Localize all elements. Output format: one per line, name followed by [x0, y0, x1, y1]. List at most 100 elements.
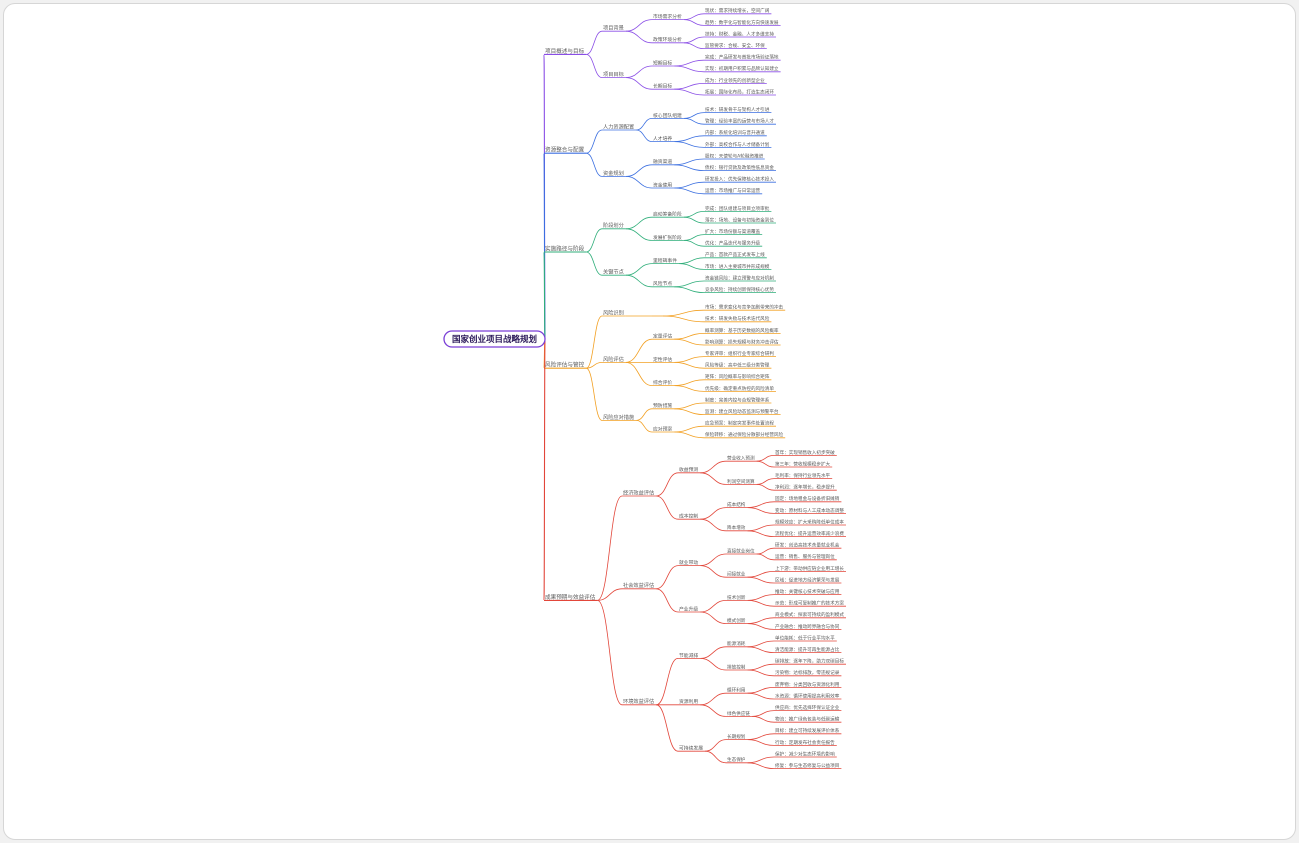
leaf-node-label[interactable]: 专家评审：组织行业专家综合研判 [705, 350, 774, 357]
leaf-node-label[interactable]: 优先级：确定重点防控的风险清单 [705, 385, 774, 392]
leaf-node-label[interactable]: 供应商：优先选择环保认证企业 [775, 704, 840, 711]
topic-node-label[interactable]: 环境效益评估 [623, 697, 654, 705]
topic-node-label[interactable]: 可持续发展 [679, 745, 703, 752]
leaf-node-label[interactable]: 监管要求：合规、安全、环保 [705, 42, 765, 49]
leaf-node-label[interactable]: 技术：研发骨干与架构人才引进 [705, 106, 770, 113]
leaf-node-label[interactable]: 内部：系统化培训与晋升通道 [705, 129, 765, 136]
leaf-node-label[interactable]: 规模效应：扩大采购降低单位成本 [775, 518, 844, 525]
leaf-node-label[interactable]: 区域：促进地方经济繁荣与发展 [775, 576, 840, 583]
branch-node-label[interactable]: 资源整合与配置 [545, 146, 585, 154]
leaf-node-label[interactable]: 股权：天使轮与A轮融资推进 [705, 152, 764, 159]
topic-node-label[interactable]: 风险识别 [603, 308, 624, 316]
leaf-node-label[interactable]: 单位能耗：低于行业平均水平 [775, 634, 835, 641]
topic-node-label[interactable]: 降本增效 [727, 524, 746, 531]
leaf-node-label[interactable]: 水资源：循环使用提高利用效率 [775, 692, 840, 699]
topic-node-label[interactable]: 风险应对措施 [603, 413, 634, 421]
topic-node-label[interactable]: 营业收入预测 [727, 455, 755, 462]
topic-node-label[interactable]: 市场需求分析 [653, 13, 682, 20]
topic-node-label[interactable]: 资金使用 [653, 181, 672, 188]
leaf-node-label[interactable]: 市场：需求变化与竞争加剧带来的冲击 [705, 304, 784, 311]
leaf-node-label[interactable]: 产品：首款产品正式发布上线 [705, 251, 765, 258]
topic-node-label[interactable]: 节能减排 [679, 652, 698, 659]
leaf-node-label[interactable]: 矩阵：风险概率与影响综合矩阵 [705, 373, 770, 380]
leaf-node-label[interactable]: 债权：银行贷款及政策性低息资金 [705, 164, 774, 171]
topic-node-label[interactable]: 关键节点 [603, 268, 624, 276]
branch-node-label[interactable]: 实施路径与阶段 [545, 244, 585, 252]
leaf-node-label[interactable]: 产业融合：推动跨界融合与协同 [775, 623, 840, 630]
leaf-node-label[interactable]: 物流：推广绿色包装与低碳运输 [775, 716, 840, 723]
leaf-node-label[interactable]: 清洁能源：提升可再生能源占比 [775, 646, 840, 653]
leaf-node-label[interactable]: 运营：市场推广与日常运营 [705, 187, 761, 194]
topic-node-label[interactable]: 模式创新 [727, 617, 746, 624]
leaf-node-label[interactable]: 流程优化：提升运营效率减少浪费 [775, 530, 844, 537]
topic-node-label[interactable]: 定量评估 [653, 333, 672, 340]
branch-node-label[interactable]: 成果预期与效益评估 [545, 593, 596, 601]
topic-node-label[interactable]: 利润空间测算 [727, 478, 755, 485]
topic-node-label[interactable]: 项目目标 [603, 70, 624, 78]
leaf-node-label[interactable]: 扶持：财税、金融、人才多维支持 [705, 30, 774, 37]
leaf-node-label[interactable]: 废弃物：分类回收与资源化利用 [775, 681, 840, 688]
root-node-box[interactable] [443, 330, 546, 348]
topic-node-label[interactable]: 人才培养 [653, 135, 672, 142]
topic-node-label[interactable]: 长期规划 [727, 733, 746, 740]
topic-node-label[interactable]: 能源消耗 [727, 640, 746, 647]
leaf-node-label[interactable]: 研发投入：优先保障核心技术投入 [705, 176, 774, 183]
topic-node-label[interactable]: 风险评估 [603, 355, 624, 363]
topic-node-label[interactable]: 收益预测 [679, 466, 698, 473]
topic-node-label[interactable]: 资源利用 [679, 698, 698, 705]
mindmap-canvas[interactable]: 国家创业项目战略规划项目概述与目标项目背景市场需求分析现状：需求持续增长，空间广… [4, 4, 1295, 839]
topic-node-label[interactable]: 绿色供应链 [727, 710, 750, 717]
leaf-node-label[interactable]: 风险等级：高中低三级分类管理 [705, 362, 770, 369]
topic-node-label[interactable]: 项目背景 [603, 24, 624, 32]
leaf-node-label[interactable]: 成为：行业领先的创新型企业 [705, 77, 765, 84]
topic-node-label[interactable]: 循环利用 [727, 687, 746, 694]
leaf-node-label[interactable]: 实现：初期用户积累与品牌认知建立 [705, 65, 779, 72]
branch-node-label[interactable]: 项目概述与目标 [545, 47, 585, 55]
branch-node-label[interactable]: 风险评估与管控 [545, 361, 585, 369]
topic-node-label[interactable]: 融资渠道 [653, 158, 672, 165]
leaf-node-label[interactable]: 污染物：达标排放，零违规记录 [775, 669, 840, 676]
topic-node-label[interactable]: 就业带动 [679, 559, 698, 566]
leaf-node-label[interactable]: 概率测算：基于历史数据的风险概率 [705, 327, 779, 334]
leaf-node-label[interactable]: 技术：研发失败与技术迭代风险 [705, 315, 770, 322]
topic-node-label[interactable]: 政策环境分析 [653, 36, 682, 43]
leaf-node-label[interactable]: 制度：完善内控与合规管理体系 [705, 396, 770, 403]
leaf-node-label[interactable]: 净利润：逐年增长，稳步提升 [775, 484, 835, 491]
topic-node-label[interactable]: 成本控制 [679, 513, 698, 520]
leaf-node-label[interactable]: 影响测算：损失规模与财务冲击评估 [705, 338, 779, 345]
leaf-node-label[interactable]: 上下游：带动供应链企业用工增长 [775, 565, 844, 572]
leaf-node-label[interactable]: 研发：创造高技术含量就业机会 [775, 542, 840, 549]
topic-node-label[interactable]: 排放控制 [727, 663, 746, 670]
leaf-node-label[interactable]: 外部：高校合作与人才储备计划 [705, 141, 770, 148]
leaf-node-label[interactable]: 行动：定期发布社会责任报告 [775, 739, 835, 746]
topic-node-label[interactable]: 应对预案 [653, 425, 672, 432]
topic-node-label[interactable]: 阶段划分 [603, 221, 624, 229]
leaf-node-label[interactable]: 落实：场地、设备与初始资金到位 [705, 216, 774, 223]
topic-node-label[interactable]: 产业升级 [679, 605, 698, 612]
leaf-node-label[interactable]: 修复：参与生态修复与公益项目 [775, 762, 839, 769]
leaf-node-label[interactable]: 固定：场地租金与设备折旧摊销 [775, 495, 840, 502]
topic-node-label[interactable]: 发展扩张阶段 [653, 234, 682, 241]
topic-node-label[interactable]: 长期目标 [653, 83, 672, 90]
leaf-node-label[interactable]: 竞争风险：持续创新保持核心优势 [705, 286, 774, 293]
leaf-node-label[interactable]: 首年：实现销售收入初步突破 [775, 449, 835, 456]
leaf-node-label[interactable]: 拓展：国际化布局，打造生态闭环 [705, 88, 774, 95]
leaf-node-label[interactable]: 保险转移：通过保险分散部分经营风险 [705, 431, 784, 438]
leaf-node-label[interactable]: 第三年：营收规模稳步扩大 [775, 460, 831, 467]
topic-node-label[interactable]: 综合评价 [653, 379, 672, 386]
leaf-node-label[interactable]: 变动：原材料与人工成本动态调整 [775, 507, 844, 514]
topic-node-label[interactable]: 预防措施 [653, 402, 672, 409]
topic-node-label[interactable]: 成本结构 [727, 501, 746, 508]
leaf-node-label[interactable]: 运营：销售、服务与管理岗位 [775, 553, 835, 560]
topic-node-label[interactable]: 直接就业岗位 [727, 547, 755, 554]
topic-node-label[interactable]: 定性评估 [653, 356, 672, 363]
leaf-node-label[interactable]: 推动：关键核心技术突破与应用 [775, 588, 840, 595]
leaf-node-label[interactable]: 碳排放：逐年下降，助力双碳目标 [775, 658, 844, 665]
topic-node-label[interactable]: 技术创新 [727, 594, 746, 601]
leaf-node-label[interactable]: 目标：建立可持续发展评价体系 [775, 727, 840, 734]
leaf-node-label[interactable]: 管理：经验丰富的运营与市场人才 [705, 118, 774, 125]
topic-node-label[interactable]: 人力资源配置 [603, 122, 634, 130]
leaf-node-label[interactable]: 完成：团队组建与项目立项审批 [705, 205, 770, 212]
topic-node-label[interactable]: 间接就业 [727, 571, 746, 578]
topic-node-label[interactable]: 资金规划 [603, 169, 624, 177]
